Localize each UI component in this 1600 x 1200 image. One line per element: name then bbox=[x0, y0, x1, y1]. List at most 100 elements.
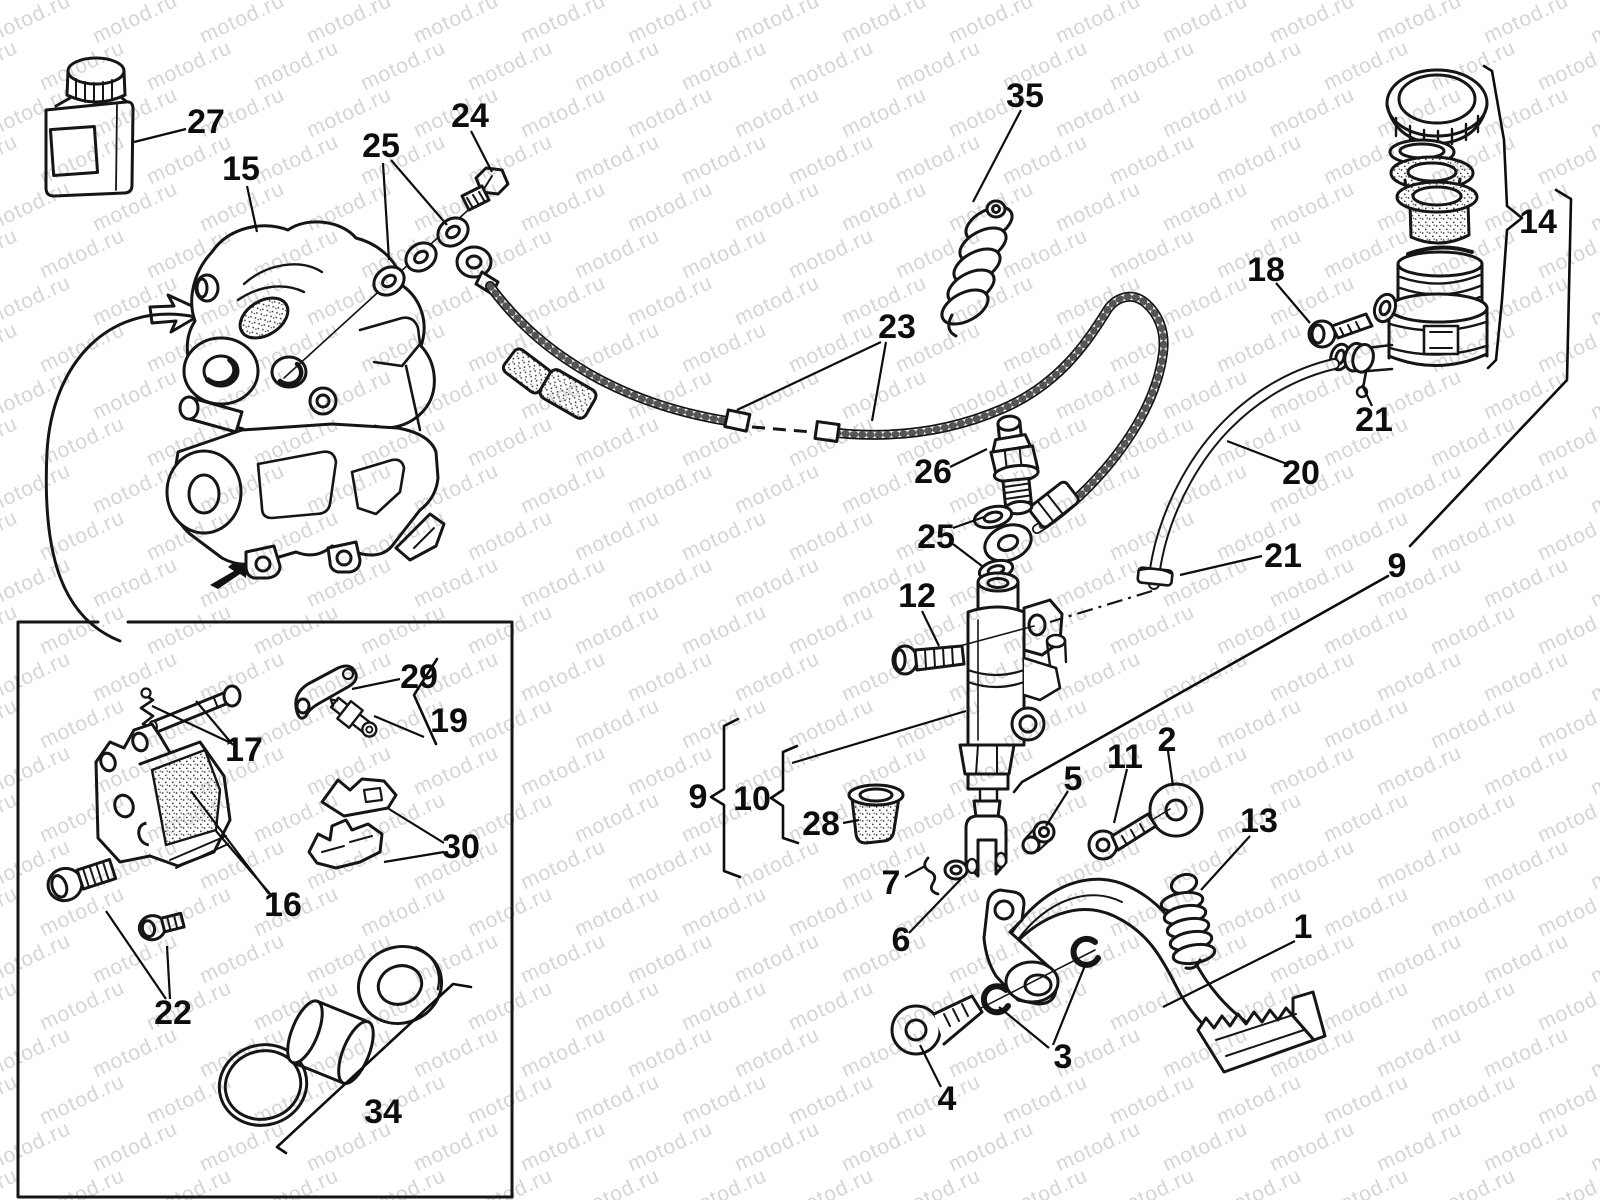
bracket-group-9-lower bbox=[1012, 574, 1390, 794]
pad-springs-30 bbox=[307, 777, 398, 870]
part-label-34: 34 bbox=[364, 1093, 402, 1131]
leader-line-4 bbox=[919, 1044, 942, 1088]
sealing-washers-25 bbox=[372, 216, 470, 297]
part-label-17: 17 bbox=[225, 731, 263, 769]
part-label-11: 11 bbox=[1107, 738, 1143, 776]
reservoir-bolt-18 bbox=[1307, 312, 1374, 349]
union-bolt-26 bbox=[989, 414, 1040, 516]
brake-hose-23 bbox=[485, 281, 1169, 534]
part-label-6: 6 bbox=[892, 921, 911, 959]
part-label-13: 13 bbox=[1240, 802, 1278, 840]
leader-line-13 bbox=[1200, 835, 1251, 891]
pad-clamp-29 bbox=[294, 664, 358, 720]
part-label-26: 26 bbox=[914, 453, 952, 491]
banjo-washers-25 bbox=[972, 504, 1033, 582]
mounting-bolt-12 bbox=[891, 644, 966, 676]
reservoir-float bbox=[1395, 180, 1479, 245]
bottle-label bbox=[48, 125, 100, 177]
leader-line-3 bbox=[1051, 962, 1088, 1046]
leader-line-1 bbox=[1162, 940, 1296, 1008]
leader-line-21 bbox=[1361, 384, 1373, 407]
part-label-30: 30 bbox=[442, 828, 480, 866]
part-label-19: 19 bbox=[430, 702, 468, 740]
leader-line-16 bbox=[215, 830, 273, 897]
detail-view-arrow bbox=[44, 293, 207, 643]
hose-break bbox=[751, 425, 813, 434]
part-label-20: 20 bbox=[1282, 454, 1320, 492]
leader-line-30 bbox=[383, 850, 445, 864]
leader-line-10 bbox=[791, 709, 967, 765]
leader-line-12 bbox=[921, 610, 940, 647]
bracket-group-14 bbox=[1482, 64, 1524, 370]
leader-line-25 bbox=[952, 543, 983, 567]
part-label-9: 9 bbox=[689, 778, 708, 816]
banjo-bolt-24 bbox=[460, 166, 510, 212]
reservoir-hose-20 bbox=[1148, 358, 1340, 590]
part-label-27: 27 bbox=[187, 103, 225, 141]
brace-group-10 bbox=[769, 744, 800, 845]
part-label-35: 35 bbox=[1006, 77, 1044, 115]
part-label-21: 21 bbox=[1264, 537, 1302, 575]
pivot-bolt-4 bbox=[890, 994, 984, 1056]
part-label-10: 10 bbox=[733, 780, 771, 818]
leader-line-21 bbox=[1179, 554, 1263, 577]
bracket-group-34 bbox=[275, 982, 473, 1155]
clevis-6 bbox=[964, 814, 1008, 878]
clevis-pin-5 bbox=[1021, 820, 1056, 855]
leader-line-3 bbox=[998, 1006, 1050, 1049]
leader-line-22 bbox=[105, 910, 167, 1000]
part-label-2: 2 bbox=[1158, 721, 1177, 759]
pad-pin-17 bbox=[139, 684, 242, 734]
part-label-25: 25 bbox=[917, 518, 955, 556]
coil-boot-35 bbox=[940, 199, 1014, 338]
part-label-23: 23 bbox=[878, 308, 916, 346]
leader-line-15 bbox=[245, 185, 259, 233]
leader-line-2 bbox=[1166, 750, 1175, 787]
leader-line-24 bbox=[470, 130, 493, 173]
leader-line-35 bbox=[972, 109, 1022, 203]
leader-line-29 bbox=[351, 677, 401, 691]
leader-line-23 bbox=[736, 341, 882, 411]
brace-group-9-left bbox=[709, 717, 742, 879]
part-label-18: 18 bbox=[1247, 251, 1285, 289]
part-label-22: 22 bbox=[154, 994, 192, 1032]
leader-line-19 bbox=[373, 714, 425, 739]
roller-bolt-11 bbox=[1087, 808, 1171, 861]
part-label-3: 3 bbox=[1054, 1038, 1073, 1076]
leader-line-17 bbox=[195, 700, 234, 746]
spring-clip-7 bbox=[923, 856, 969, 896]
brake-fluid-bottle bbox=[44, 56, 135, 198]
leader-line-17 bbox=[151, 705, 232, 744]
caliper-bracket bbox=[165, 422, 446, 580]
leader-line-30 bbox=[388, 808, 445, 844]
leader-line-6 bbox=[908, 878, 962, 934]
part-label-24: 24 bbox=[451, 97, 489, 135]
part-label-28: 28 bbox=[802, 805, 840, 843]
master-cylinder bbox=[914, 571, 1068, 819]
part-label-9: 9 bbox=[1388, 547, 1407, 585]
leader-line-26 bbox=[949, 448, 988, 468]
bracket-group-9-upper bbox=[1408, 188, 1573, 548]
hose-clamp-21 bbox=[1136, 566, 1174, 587]
part-label-1: 1 bbox=[1294, 908, 1313, 946]
piston-seal-kit-34 bbox=[217, 945, 444, 1127]
part-label-21: 21 bbox=[1355, 401, 1393, 439]
leader-line-18 bbox=[1275, 282, 1311, 324]
part-label-4: 4 bbox=[938, 1080, 957, 1118]
part-label-16: 16 bbox=[264, 886, 302, 924]
leader-line-7 bbox=[904, 865, 926, 878]
leader-line-25 bbox=[952, 515, 985, 530]
brake-pedal-1 bbox=[1002, 877, 1327, 1074]
caliper-bolts-22 bbox=[46, 858, 186, 942]
leader-line-25 bbox=[381, 162, 391, 261]
pedal-roller-2 bbox=[1148, 782, 1204, 838]
brake-pads-16 bbox=[94, 722, 232, 869]
part-label-29: 29 bbox=[400, 658, 438, 696]
part-label-5: 5 bbox=[1064, 760, 1083, 798]
part-label-12: 12 bbox=[898, 577, 936, 615]
hose-to-port-centerline bbox=[1049, 589, 1153, 624]
bleed-valve-19 bbox=[329, 696, 378, 738]
